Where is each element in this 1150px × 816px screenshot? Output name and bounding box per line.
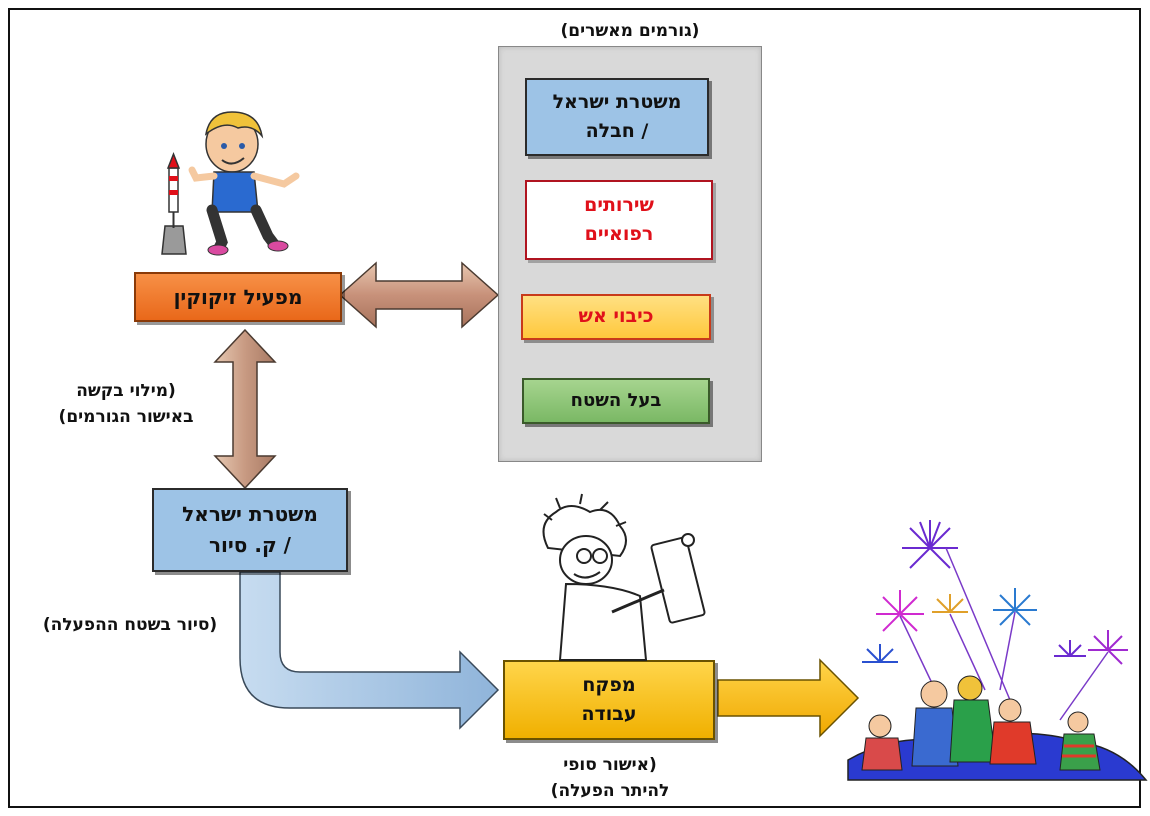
- request-caption: (מילוי בקשה באישור הגורמים): [36, 378, 216, 431]
- supervisor-celebration-arrow: [717, 658, 860, 738]
- firework-burst-icon: [862, 644, 898, 663]
- supervisor-box: מפקח עבודה: [503, 660, 715, 740]
- firework-burst-icon: [1054, 640, 1086, 657]
- police-patrol-box: משטרת ישראל / ק. סיור: [152, 488, 348, 572]
- operator-label: מפעיל זיקוקין: [173, 284, 303, 309]
- authorities-caption: (גורמים מאשרים): [560, 21, 700, 41]
- supervisor-line2: עבודה: [581, 703, 637, 725]
- firework-burst-icon: [876, 590, 924, 632]
- authority-fire-department: כיבוי אש: [521, 294, 711, 340]
- authority-line1: שירותים: [584, 193, 654, 216]
- diagram-frame: [8, 8, 1141, 808]
- request-caption-line2: באישור הגורמים): [58, 407, 194, 428]
- boy-figure: [188, 111, 300, 256]
- inspector-illustration: [542, 493, 706, 661]
- firework-burst-icon: [902, 520, 958, 569]
- supervisor-line1: מפקח: [582, 673, 636, 696]
- rocket-icon: [161, 151, 187, 255]
- authority-line1: משטרת ישראל: [552, 90, 682, 113]
- final-approval-caption: (אישור סופי להיתר הפעלה): [520, 752, 700, 805]
- patrol-caption: (סיור בשטח ההפעלה): [42, 615, 218, 635]
- authority-medical-services: שירותים רפואיים: [525, 180, 713, 260]
- request-caption-line1: (מילוי בקשה: [76, 381, 176, 401]
- police-supervisor-arrow: [239, 571, 500, 730]
- final-caption-line1: (אישור סופי: [563, 755, 657, 775]
- authority-land-owner: בעל השטח: [522, 378, 710, 424]
- fireworks-celebration-illustration: [847, 520, 1148, 781]
- fireworks-operator-illustration: [161, 111, 300, 256]
- authority-line1: כיבוי אש: [578, 305, 654, 328]
- operator-box: מפעיל זיקוקין: [134, 272, 342, 322]
- firework-burst-icon: [1088, 630, 1128, 665]
- authority-line1: בעל השטח: [570, 390, 662, 412]
- final-caption-line2: להיתר הפעלה): [550, 781, 670, 802]
- firework-burst-icon: [932, 594, 968, 613]
- police-patrol-line1: משטרת ישראל: [182, 502, 318, 526]
- authority-police-bomb-squad: משטרת ישראל / חבלה: [525, 78, 709, 156]
- authority-line2: / חבלה: [585, 120, 649, 142]
- police-patrol-line2: / ק. סיור: [209, 533, 291, 557]
- firework-burst-icon: [993, 588, 1037, 626]
- authority-line2: רפואיים: [584, 223, 654, 245]
